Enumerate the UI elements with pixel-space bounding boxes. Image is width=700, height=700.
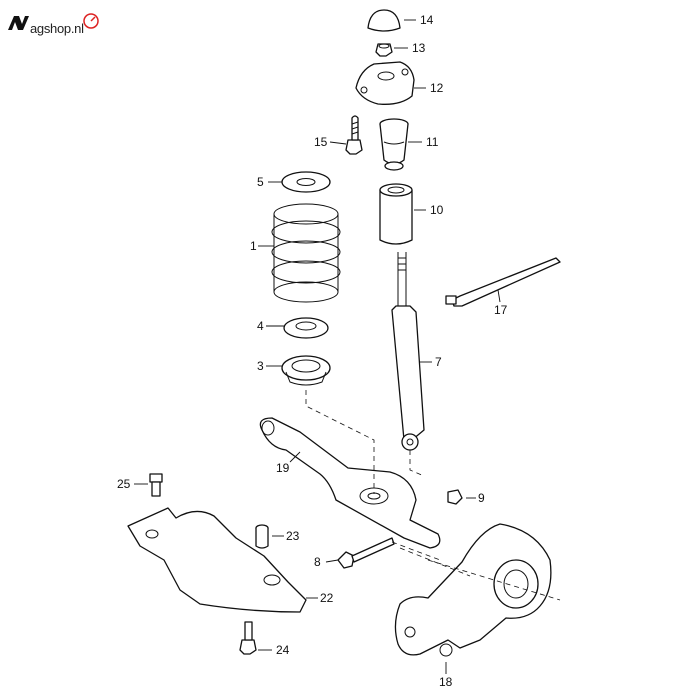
callout-12: 12 [430, 81, 444, 95]
part-15-bolt[interactable] [345, 115, 363, 155]
part-18-wheel-bearing-housing[interactable] [394, 523, 552, 657]
part-22-axle-beam[interactable] [127, 507, 307, 613]
shop-logo[interactable]: agshop.nl [6, 10, 106, 36]
part-4-spring-seat[interactable] [283, 317, 329, 339]
callout-15: 15 [314, 135, 328, 149]
part-8-bolt[interactable] [337, 537, 395, 569]
part-11-bump-stop[interactable] [379, 118, 409, 171]
callout-14: 14 [420, 13, 434, 27]
callout-1: 1 [250, 239, 257, 253]
callout-13: 13 [412, 41, 426, 55]
logo-mark-icon [8, 13, 99, 30]
callout-4: 4 [257, 319, 264, 333]
part-23-bushing[interactable] [255, 524, 269, 549]
callout-9: 9 [478, 491, 485, 505]
callout-3: 3 [257, 359, 264, 373]
part-19-cable-tie[interactable] [445, 257, 561, 307]
callout-19: 17 [494, 303, 508, 317]
part-7-shock-absorber[interactable] [391, 252, 425, 451]
part-24-bolt[interactable] [239, 621, 257, 655]
callout-17: 19 [276, 461, 290, 475]
part-9-nut[interactable] [447, 489, 463, 505]
callout-23: 23 [286, 529, 300, 543]
part-12-strut-mount[interactable] [355, 61, 415, 105]
callout-8: 8 [314, 555, 321, 569]
callout-22: 22 [320, 591, 334, 605]
part-14-dust-cap[interactable] [367, 9, 401, 32]
callout-25: 25 [117, 477, 131, 491]
callout-18: 18 [439, 675, 453, 689]
part-17-lower-arm[interactable] [259, 417, 441, 549]
callout-10: 10 [430, 203, 444, 217]
callout-5: 5 [257, 175, 264, 189]
part-3-spring-seat-lower[interactable] [281, 355, 331, 386]
part-25-bolt[interactable] [149, 473, 163, 497]
part-1-coil-spring[interactable] [271, 203, 341, 303]
part-13-nut[interactable] [375, 43, 393, 57]
callout-11: 11 [426, 135, 439, 149]
callout-24: 24 [276, 643, 290, 657]
part-10-protective-sleeve[interactable] [379, 183, 413, 245]
callout-7: 7 [435, 355, 442, 369]
logo-text: agshop.nl [30, 21, 84, 36]
part-5-spring-seat-top[interactable] [281, 171, 331, 193]
